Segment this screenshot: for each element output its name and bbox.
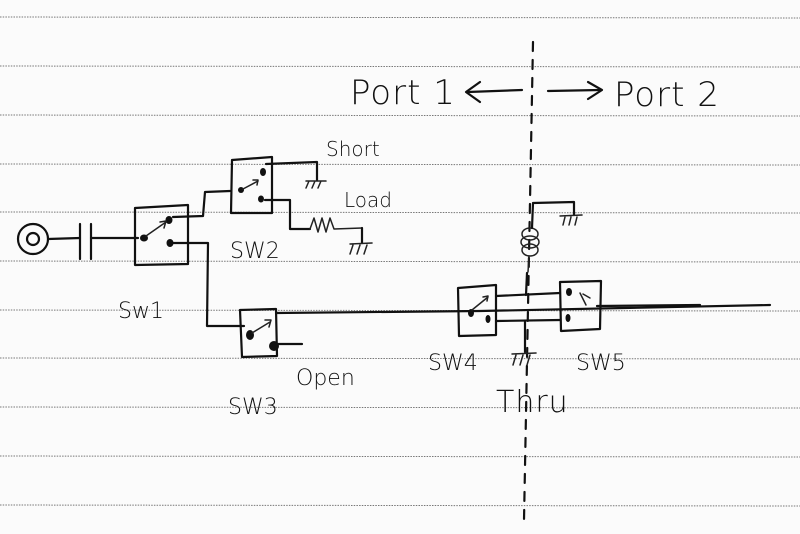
ruled-line [0, 455, 800, 458]
short-label: Short [326, 137, 380, 161]
sw5-switch [558, 279, 603, 333]
port1-label: Port 1 [350, 73, 456, 113]
sw1-switch [133, 203, 190, 267]
arrow-right-icon [546, 80, 604, 101]
ground-icon [349, 242, 373, 255]
ground-icon [305, 180, 327, 189]
ruled-line [0, 163, 800, 166]
sw2-label: SW2 [230, 239, 280, 264]
port-divider-line [522, 40, 535, 522]
ruled-line [0, 65, 800, 68]
ruled-line [0, 16, 800, 19]
ruled-line [0, 406, 800, 409]
sw2-switch [229, 155, 274, 215]
wire [274, 303, 772, 315]
sw5-label: SW5 [576, 351, 626, 376]
ruled-line [0, 211, 800, 214]
wire [171, 241, 246, 328]
wire [595, 303, 702, 308]
resistor-icon [309, 217, 363, 233]
ruled-line [0, 357, 800, 360]
wire [46, 236, 82, 241]
load-label: Load [344, 188, 392, 212]
ruled-line [0, 504, 800, 507]
wire [264, 160, 319, 182]
wire [530, 200, 576, 230]
open-label: Open [296, 366, 355, 391]
sw1-label: Sw1 [118, 299, 164, 324]
wire [524, 271, 529, 297]
ruled-line [0, 114, 800, 117]
inductor-icon [520, 227, 540, 273]
sw3-switch [238, 307, 279, 359]
ruled-line [0, 309, 800, 312]
ground-icon [511, 352, 537, 366]
sw4-label: SW4 [428, 351, 478, 376]
thru-line-lower [494, 318, 562, 323]
capacitor-icon [78, 222, 93, 261]
port2-label: Port 2 [614, 75, 720, 115]
sw3-label: SW3 [228, 395, 278, 420]
wire [171, 189, 232, 219]
ruled-lines [0, 16, 800, 507]
thru-label: Thru [496, 385, 569, 420]
arrow-left-icon [464, 80, 524, 104]
thru-line-upper [494, 291, 562, 298]
connector-icon [16, 222, 50, 256]
wire [263, 198, 312, 231]
ground-icon [559, 214, 583, 226]
ruled-line [0, 260, 800, 263]
sw4-switch [456, 283, 498, 338]
